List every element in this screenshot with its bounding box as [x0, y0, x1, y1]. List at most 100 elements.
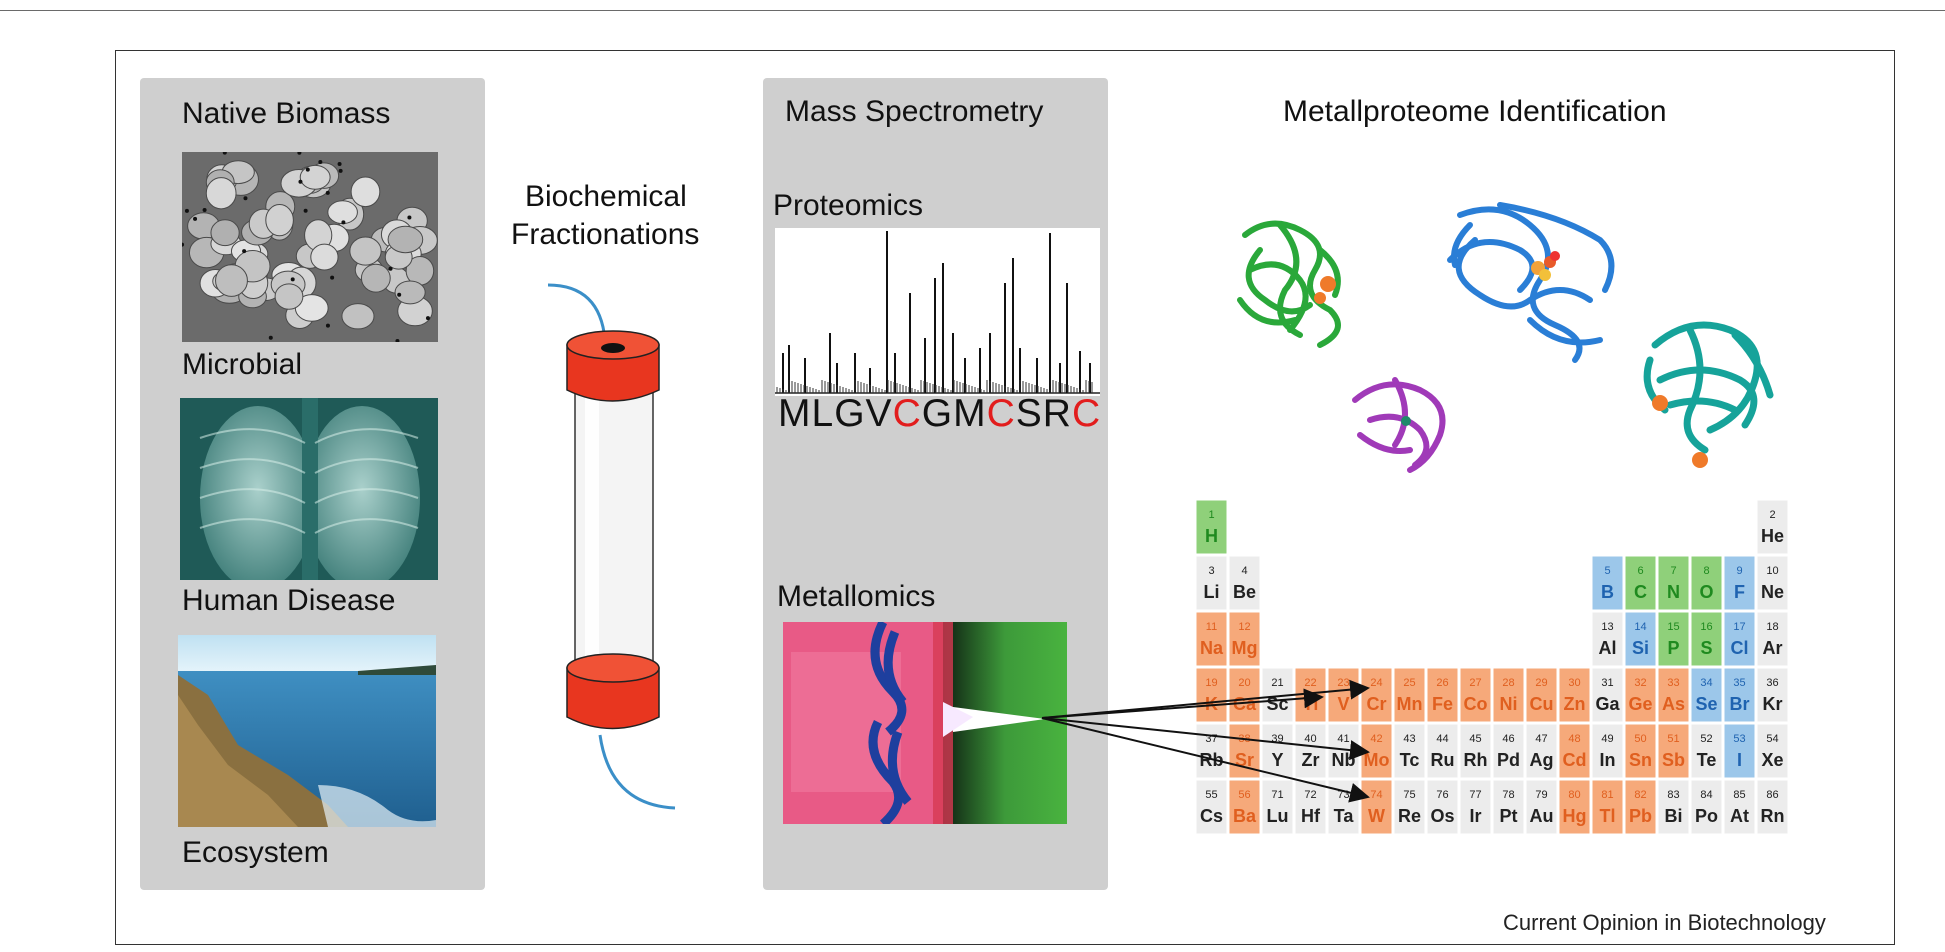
- element-symbol: Si: [1632, 638, 1649, 658]
- element-number: 54: [1766, 733, 1778, 745]
- sequence-residue: M: [953, 392, 987, 435]
- element-number: 15: [1667, 621, 1679, 633]
- microbe-cell: [215, 264, 248, 297]
- element-tile: [1657, 723, 1690, 779]
- element-tile: [1195, 499, 1228, 555]
- element-he: 2He: [1756, 499, 1789, 555]
- element-number: 39: [1271, 733, 1283, 745]
- element-number: 49: [1601, 733, 1613, 745]
- element-symbol: N: [1667, 582, 1680, 602]
- element-symbol: F: [1734, 582, 1745, 602]
- element-symbol: S: [1700, 638, 1712, 658]
- element-symbol: Te: [1697, 750, 1717, 770]
- sequence-residue: R: [1042, 392, 1072, 435]
- element-number: 48: [1568, 733, 1580, 745]
- element-symbol: Sc: [1266, 694, 1288, 714]
- element-tile: [1591, 723, 1624, 779]
- element-tile: [1756, 779, 1789, 835]
- microbe-cell: [387, 225, 424, 254]
- element-symbol: Cs: [1200, 806, 1223, 826]
- microbe-cluster: [182, 152, 438, 342]
- element-number: 83: [1667, 789, 1679, 801]
- element-tile: [1525, 723, 1558, 779]
- element-symbol: P: [1667, 638, 1679, 658]
- element-symbol: H: [1205, 526, 1218, 546]
- element-number: 86: [1766, 789, 1778, 801]
- element-number: 46: [1502, 733, 1514, 745]
- element-number: 51: [1667, 733, 1679, 745]
- element-symbol: Zn: [1564, 694, 1586, 714]
- element-symbol: Ag: [1530, 750, 1554, 770]
- element-symbol: V: [1337, 694, 1349, 714]
- pore-dot: [395, 339, 400, 342]
- element-tile: [1756, 555, 1789, 611]
- element-number: 4: [1241, 565, 1247, 577]
- element-symbol: He: [1761, 526, 1784, 546]
- element-f: 9F: [1723, 555, 1756, 611]
- element-symbol: Ir: [1469, 806, 1481, 826]
- element-symbol: Au: [1530, 806, 1554, 826]
- element-number: 76: [1436, 789, 1448, 801]
- pore-dot: [243, 196, 248, 201]
- element-number: 28: [1502, 677, 1514, 689]
- element-symbol: Pd: [1497, 750, 1520, 770]
- element-tile: [1591, 779, 1624, 835]
- element-number: 45: [1469, 733, 1481, 745]
- element-tile: [1690, 779, 1723, 835]
- element-tile: [1657, 611, 1690, 667]
- element-symbol: As: [1662, 694, 1685, 714]
- element-number: 24: [1370, 677, 1382, 689]
- element-tile: [1591, 611, 1624, 667]
- element-number: 27: [1469, 677, 1481, 689]
- element-tile: [1525, 667, 1558, 723]
- element-number: 30: [1568, 677, 1580, 689]
- element-symbol: O: [1699, 582, 1713, 602]
- element-symbol: Hf: [1301, 806, 1321, 826]
- sequence-residue: C: [986, 392, 1016, 435]
- element-number: 41: [1337, 733, 1349, 745]
- element-tile: [1591, 555, 1624, 611]
- element-number: 1: [1208, 509, 1214, 521]
- element-i: 53I: [1723, 723, 1756, 779]
- element-symbol: Sn: [1629, 750, 1652, 770]
- element-number: 20: [1238, 677, 1250, 689]
- element-number: 73: [1337, 789, 1349, 801]
- peptide-sequence: MLGVCGMCSRC: [778, 392, 1101, 436]
- plasma-torch-graphic: [783, 622, 1067, 824]
- spectrum-peaks: [775, 231, 1100, 394]
- pore-dot: [222, 152, 227, 155]
- element-number: 7: [1670, 565, 1676, 577]
- element-number: 31: [1601, 677, 1613, 689]
- xray-graphic: [180, 398, 438, 580]
- pore-dot: [397, 292, 402, 297]
- element-number: 72: [1304, 789, 1316, 801]
- microbe-cell: [394, 280, 426, 305]
- element-p: 15P: [1657, 611, 1690, 667]
- pore-dot: [297, 152, 302, 155]
- microbial-image: [182, 152, 438, 342]
- element-number: 3: [1208, 565, 1214, 577]
- element-symbol: Y: [1271, 750, 1283, 770]
- element-k: 19K: [1195, 667, 1228, 723]
- element-number: 18: [1766, 621, 1778, 633]
- element-number: 16: [1700, 621, 1712, 633]
- element-tile: [1525, 779, 1558, 835]
- element-tile: [1459, 667, 1492, 723]
- element-symbol: Tl: [1600, 806, 1616, 826]
- sequence-residue: G: [834, 392, 866, 435]
